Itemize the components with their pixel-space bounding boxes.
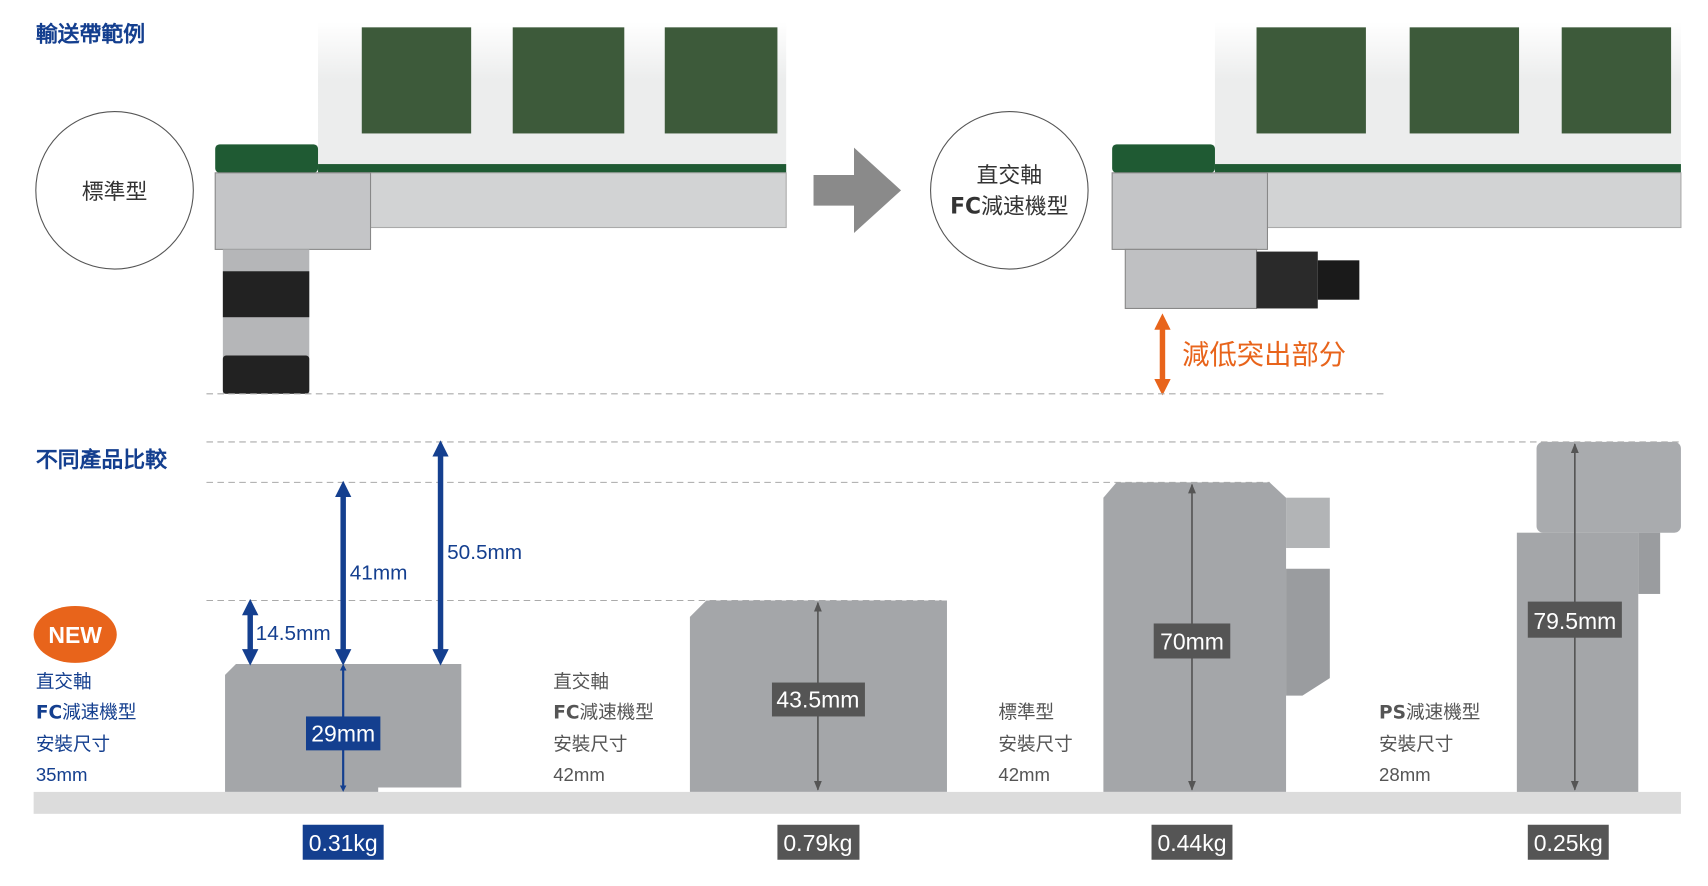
svg-text:直交軸: 直交軸 <box>553 672 609 693</box>
weight-badge-ps28: 0.25kg <box>1527 824 1609 860</box>
svg-text:35mm: 35mm <box>36 764 88 785</box>
arrow-right-icon <box>813 147 902 233</box>
fc-circle: 直交軸 FC減速機型 <box>930 111 1089 270</box>
product-label-ps28: PS減速機型 安裝尺寸 28mm <box>1379 703 1480 785</box>
svg-text:0.44kg: 0.44kg <box>1158 830 1227 856</box>
dim-50: 50.5mm <box>447 541 522 564</box>
svg-text:安裝尺寸: 安裝尺寸 <box>553 734 627 755</box>
svg-text:0.31kg: 0.31kg <box>309 830 378 856</box>
svg-text:42mm: 42mm <box>553 764 605 785</box>
svg-text:安裝尺寸: 安裝尺寸 <box>1379 734 1453 755</box>
section2-title: 不同產品比較 <box>36 447 168 473</box>
svg-text:安裝尺寸: 安裝尺寸 <box>998 734 1072 755</box>
product-label-fc42: 直交軸 FC減速機型 安裝尺寸 42mm <box>553 672 654 785</box>
dim-29: 29mm <box>311 721 375 747</box>
reference-lines <box>206 441 1681 602</box>
standard-circle: 標準型 <box>35 111 194 270</box>
svg-text:直交軸: 直交軸 <box>36 672 92 693</box>
svg-text:42mm: 42mm <box>998 764 1050 785</box>
ground-bar <box>33 791 1681 814</box>
new-badge: NEW <box>33 605 117 663</box>
svg-text:標準型: 標準型 <box>82 180 148 205</box>
svg-text:NEW: NEW <box>48 622 102 648</box>
dim-79: 79.5mm <box>1533 608 1616 634</box>
reduce-label: 減低突出部分 <box>1182 340 1346 371</box>
dim-43: 43.5mm <box>776 687 859 713</box>
svg-text:0.79kg: 0.79kg <box>783 830 852 856</box>
svg-text:0.25kg: 0.25kg <box>1534 830 1603 856</box>
dim-14: 14.5mm <box>256 622 331 645</box>
weight-badge-fc35: 0.31kg <box>302 824 384 860</box>
svg-text:直交軸: 直交軸 <box>977 164 1043 189</box>
svg-text:FC減速機型: FC減速機型 <box>950 194 1068 219</box>
weight-badge-standard42: 0.44kg <box>1151 824 1233 860</box>
svg-text:28mm: 28mm <box>1379 764 1431 785</box>
weight-badge-fc42: 0.79kg <box>777 824 860 860</box>
dim-70: 70mm <box>1160 629 1224 655</box>
svg-text:FC減速機型: FC減速機型 <box>553 703 654 724</box>
standard-conveyor <box>214 21 787 394</box>
svg-text:安裝尺寸: 安裝尺寸 <box>36 734 110 755</box>
product-label-standard42: 標準型 安裝尺寸 42mm <box>998 703 1072 785</box>
section1-title: 輸送帶範例 <box>36 22 145 48</box>
pcb-boards <box>361 27 778 134</box>
dim-41: 41mm <box>350 562 408 585</box>
fc-conveyor <box>1111 21 1682 310</box>
svg-text:標準型: 標準型 <box>998 703 1054 724</box>
svg-text:PS減速機型: PS減速機型 <box>1379 703 1480 724</box>
product-label-fc35: 直交軸 FC減速機型 安裝尺寸 35mm <box>36 672 137 785</box>
svg-text:FC減速機型: FC減速機型 <box>36 703 137 724</box>
